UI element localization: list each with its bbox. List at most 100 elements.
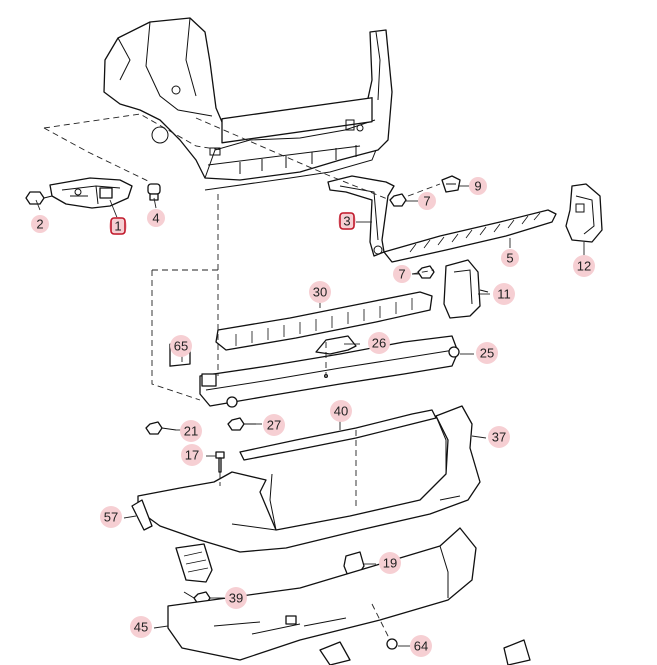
callout-label: 2 [36, 217, 43, 232]
callout-bubble [469, 177, 487, 195]
callout-26: 26 [368, 332, 390, 354]
callout-bubble [338, 212, 356, 230]
callout-11: 11 [493, 283, 515, 305]
part-25-bumper-beam [199, 335, 460, 408]
callout-bubble [130, 616, 152, 638]
callout-bubble [181, 444, 203, 466]
callout-bubble [180, 420, 202, 442]
callout-bubble [100, 506, 122, 528]
part-7-nut-upper [389, 193, 407, 207]
callout-highlight-box [110, 217, 126, 235]
callout-bubble [493, 283, 515, 305]
part-7-nut-lower [417, 265, 435, 279]
callout-5: 5 [501, 249, 519, 267]
callout-label: 4 [152, 211, 159, 226]
callout-label: 25 [480, 346, 494, 361]
part-21-bolt [145, 421, 177, 435]
callout-label: 12 [577, 259, 591, 274]
callout-bubble [488, 426, 510, 448]
callout-bubble [330, 400, 352, 422]
callout-label: 3 [343, 214, 350, 229]
part-30-energy-absorber [215, 291, 433, 351]
part-26-bracket [315, 335, 357, 355]
part-27-bolt [227, 417, 256, 431]
callout-bubble [393, 265, 411, 283]
callout-bubble [263, 414, 285, 436]
callout-label: 39 [229, 591, 243, 606]
part-5-guide-bar [383, 209, 557, 263]
callout-bubble [410, 635, 432, 657]
callout-bubble [225, 587, 247, 609]
part-9-clip [441, 175, 461, 193]
callout-65: 65 [170, 335, 192, 357]
callout-39: 39 [225, 587, 247, 609]
lower-grille-insert [175, 543, 213, 583]
parts-drawing [25, 17, 603, 665]
callout-bubble [418, 192, 436, 210]
callout-1: 1 [109, 217, 127, 235]
callout-21: 21 [180, 420, 202, 442]
callout-12: 12 [573, 255, 595, 277]
callout-9: 9 [469, 177, 487, 195]
part-1-side-bracket [49, 177, 133, 209]
callout-7: 7 [393, 265, 411, 283]
callout-4: 4 [147, 209, 165, 227]
callout-label: 1 [114, 219, 121, 234]
callout-19: 19 [379, 552, 401, 574]
callout-bubble [309, 281, 331, 303]
callout-40: 40 [330, 400, 352, 422]
callout-label: 40 [334, 404, 348, 419]
callout-label: 37 [492, 430, 506, 445]
callout-bubble [379, 552, 401, 574]
callout-label: 11 [497, 287, 511, 302]
callout-label: 9 [474, 179, 481, 194]
callout-label: 5 [506, 251, 513, 266]
callout-37: 37 [488, 426, 510, 448]
callout-label: 57 [104, 510, 118, 525]
callout-57: 57 [100, 506, 122, 528]
callout-27: 27 [263, 414, 285, 436]
callout-label: 21 [184, 424, 198, 439]
callout-label: 64 [414, 639, 428, 654]
part-40-trim-strip [239, 409, 437, 461]
callout-bubble [31, 215, 49, 233]
callout-3: 3 [338, 212, 356, 230]
part-37-bumper-cover [137, 405, 481, 553]
callout-label: 7 [423, 194, 430, 209]
callout-label: 45 [134, 620, 148, 635]
callout-25: 25 [476, 342, 498, 364]
callout-label: 65 [174, 339, 188, 354]
callout-17: 17 [181, 444, 203, 466]
callout-64: 64 [410, 635, 432, 657]
callout-label: 19 [383, 556, 397, 571]
bottom-parts-partial [319, 639, 531, 665]
callout-bubble [109, 217, 127, 235]
part-2-bolt [25, 191, 53, 205]
callout-bubble [501, 249, 519, 267]
callout-label: 17 [185, 448, 199, 463]
callout-highlight-box [339, 212, 355, 230]
callout-bubble [170, 335, 192, 357]
callout-bubble [147, 209, 165, 227]
callout-label: 26 [372, 336, 386, 351]
callout-bubble [368, 332, 390, 354]
part-64-clip [386, 638, 398, 650]
part-12-side-guide [565, 183, 603, 243]
callout-label: 30 [313, 285, 327, 300]
rear-body-panel [103, 17, 393, 191]
callout-30: 30 [309, 281, 331, 303]
callout-45: 45 [130, 616, 152, 638]
callout-label: 7 [398, 267, 405, 282]
part-11-bracket [443, 259, 489, 319]
part-3-vertical-bracket [327, 175, 395, 257]
callout-7: 7 [418, 192, 436, 210]
assembly-dash-lines [43, 113, 441, 641]
part-17-screw [215, 451, 225, 473]
callout-bubble [476, 342, 498, 364]
part-4-spacer [147, 183, 161, 201]
part-57-trim [131, 499, 153, 531]
callout-bubble [573, 255, 595, 277]
callout-2: 2 [31, 215, 49, 233]
